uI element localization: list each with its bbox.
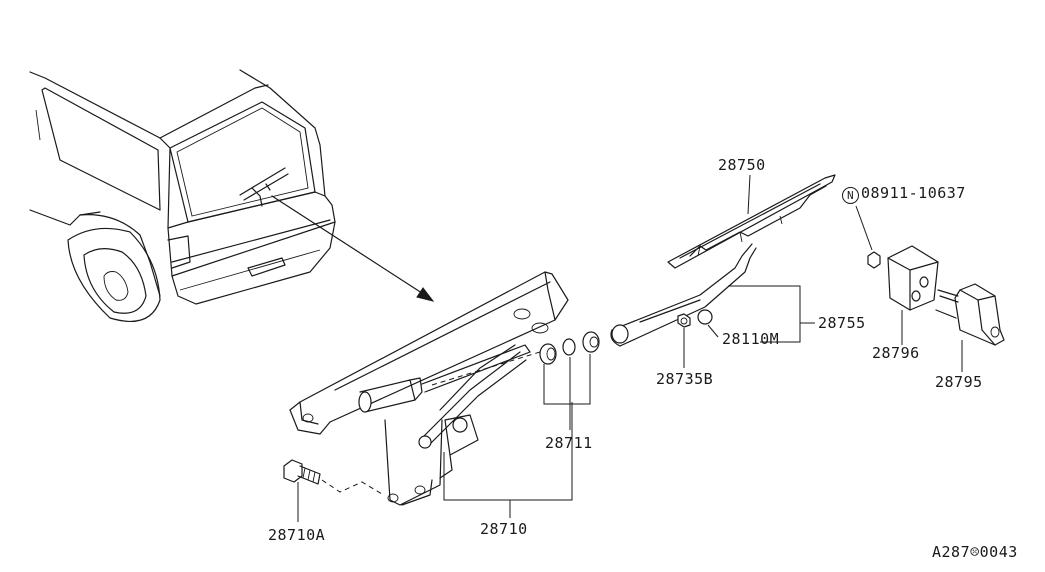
nut-and-cap (677, 309, 713, 328)
cover-parts (867, 245, 1005, 346)
part-label-28110m: 28110M (722, 330, 780, 348)
figure-code: A287☹0043 (932, 543, 1018, 561)
part-number-text: 08911-10637 (861, 184, 966, 202)
part-label-28750: 28750 (718, 156, 766, 174)
bushing-set (431, 331, 600, 386)
mounting-bolt (283, 459, 383, 495)
part-label-28710a: 28710A (268, 526, 326, 544)
vehicle-rear-illustration (29, 69, 336, 322)
part-label-28735b: 28735B (656, 370, 714, 388)
part-label-28796: 28796 (872, 344, 920, 362)
wiper-motor-assembly (289, 271, 569, 506)
part-label-28711: 28711 (545, 434, 593, 452)
wiper-blade (667, 174, 836, 269)
part-label-28710: 28710 (480, 520, 528, 538)
reference-arrow (271, 195, 435, 302)
n-mark-icon: N (842, 187, 859, 204)
part-label-28795: 28795 (935, 373, 983, 391)
part-label-28755: 28755 (818, 314, 866, 332)
wiper-arm (610, 243, 757, 347)
leader-lines (297, 174, 963, 522)
